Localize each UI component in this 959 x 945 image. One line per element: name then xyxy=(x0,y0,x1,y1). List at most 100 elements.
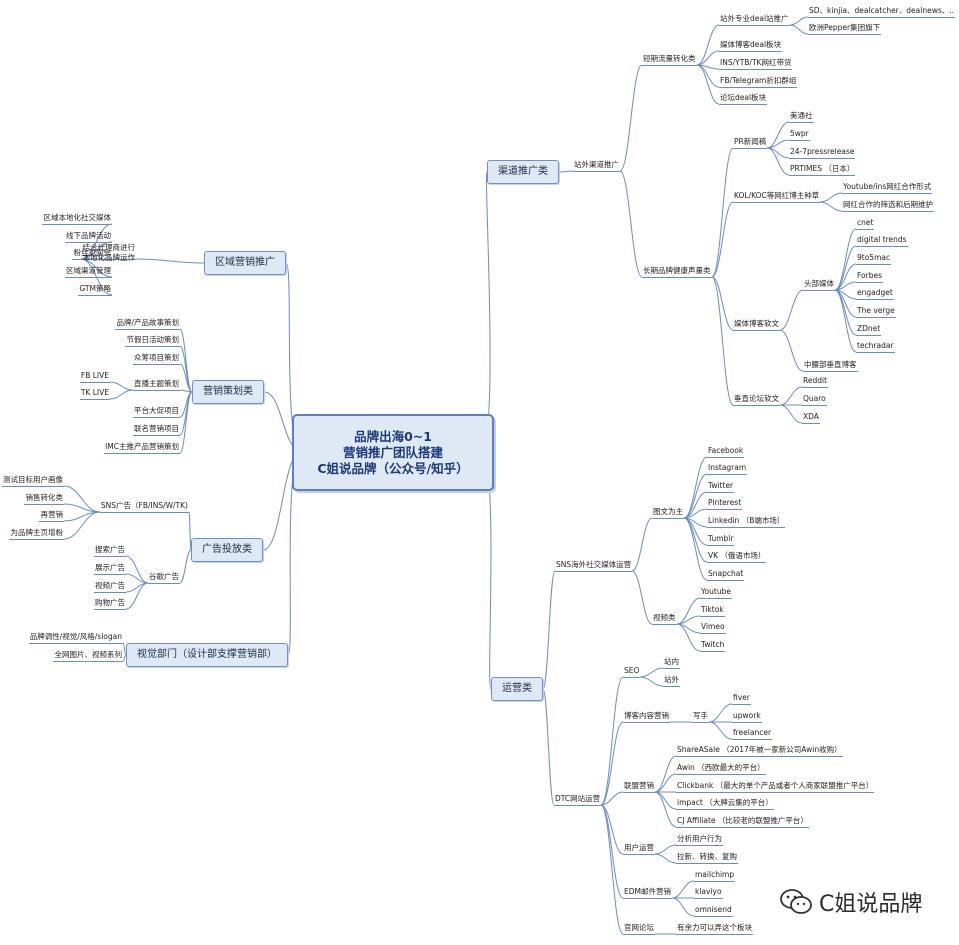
branch-ch[interactable]: 营销策划类 xyxy=(192,380,264,404)
branch-yy[interactable]: 运营类 xyxy=(491,677,543,701)
node-edm2[interactable]: klaviyo xyxy=(695,887,722,896)
node-xs2[interactable]: upwork xyxy=(733,711,761,720)
node-ch6[interactable]: 联名营销项目 xyxy=(134,424,179,433)
node-kol1[interactable]: Youtube/ins网红合作形式 xyxy=(843,182,932,191)
node-gsns[interactable]: SNS广告（FB/INS/W/TK) xyxy=(100,501,188,510)
node-seo2[interactable]: 站外 xyxy=(664,675,679,684)
branch-sj[interactable]: 视觉部门（设计部支撑营销部） xyxy=(126,643,288,667)
node-edm3[interactable]: omnisend xyxy=(695,905,732,914)
node-tw8[interactable]: Snapchat xyxy=(708,569,744,578)
node-qy5[interactable]: GTM策略 xyxy=(79,284,111,293)
node-yh[interactable]: 用户运营 xyxy=(624,843,654,852)
node-pr3[interactable]: 24-7pressrelease xyxy=(790,147,855,156)
branch-gg[interactable]: 广告投放类 xyxy=(191,538,263,562)
node-dl1a[interactable]: SD、kinjia、dealcatcher、dealnews、.. xyxy=(809,6,955,15)
node-qy1[interactable]: 区域本地化社交媒体 xyxy=(43,213,112,222)
node-cq[interactable]: 长期品牌健康声量类 xyxy=(643,266,711,275)
node-xs3[interactable]: freelancer xyxy=(733,728,772,737)
node-tb4[interactable]: Forbes xyxy=(857,271,883,280)
node-gw[interactable]: 官网论坛 xyxy=(624,923,654,932)
node-tb3[interactable]: 9to5mac xyxy=(857,253,891,262)
node-dl4[interactable]: FB/Telegram折扣群组 xyxy=(720,76,797,85)
node-tw5[interactable]: Linkedin （B端市场） xyxy=(708,516,785,525)
node-zy[interactable]: 中腰部垂直博客 xyxy=(804,360,857,369)
node-gs1[interactable]: 测试目标用户画像 xyxy=(3,475,63,484)
node-lm3[interactable]: Clickbank （最大的单个产品或者个人商家联盟推广平台） xyxy=(677,781,874,790)
node-seo1[interactable]: 站内 xyxy=(664,657,679,666)
node-pr4[interactable]: PRTIMES （日本） xyxy=(790,164,855,173)
node-tb6[interactable]: The verge xyxy=(857,306,895,315)
node-lm2[interactable]: Awin （西欧最大的平台） xyxy=(677,763,765,772)
node-cz[interactable]: 垂直论坛软文 xyxy=(734,394,779,403)
node-tb7[interactable]: ZDnet xyxy=(857,324,881,333)
node-zwqd[interactable]: 站外渠道推广 xyxy=(574,160,619,169)
node-ch7[interactable]: IMC主推产品营销策划 xyxy=(105,442,179,451)
node-cz3[interactable]: XDA xyxy=(803,412,819,421)
node-gs3[interactable]: 再营销 xyxy=(40,510,64,519)
node-lm4[interactable]: impact （大牌云集的平台） xyxy=(677,798,773,807)
node-tb1[interactable]: cnet xyxy=(857,218,874,227)
node-edm[interactable]: EDM邮件营销 xyxy=(624,887,671,896)
node-tw[interactable]: 图文为主 xyxy=(653,507,683,516)
node-ch3[interactable]: 众筹项目策划 xyxy=(134,353,179,362)
node-tw2[interactable]: Instagram xyxy=(708,463,747,472)
branch-qy[interactable]: 区域营销推广 xyxy=(204,251,286,275)
node-qy4[interactable]: 区域渠道管理 xyxy=(66,266,111,275)
node-qyg[interactable]: 结合代理商进行 本地化品牌运作 xyxy=(82,243,136,262)
node-gg4[interactable]: 购物广告 xyxy=(95,598,125,607)
node-dtc[interactable]: DTC网站运营 xyxy=(555,794,601,803)
node-tb2[interactable]: digital trends xyxy=(857,235,907,244)
node-cz1[interactable]: Reddit xyxy=(803,376,828,385)
node-kol2[interactable]: 网红合作的筛选和后期维护 xyxy=(843,200,933,209)
node-tb[interactable]: 头部媒体 xyxy=(804,279,834,288)
node-lm5[interactable]: CJ Affiliate （比较老的联盟推广平台） xyxy=(677,816,808,825)
node-pr1[interactable]: 美通社 xyxy=(790,111,813,120)
node-xs1[interactable]: fiver xyxy=(733,693,750,702)
node-gs4[interactable]: 为品牌主页增粉 xyxy=(10,528,64,537)
node-sns[interactable]: SNS海外社交媒体运营 xyxy=(556,560,632,569)
node-tw4[interactable]: Pinterest xyxy=(708,498,742,507)
node-tw3[interactable]: Twitter xyxy=(708,481,734,490)
node-sp4[interactable]: Twitch xyxy=(701,640,725,649)
node-ch5[interactable]: 平台大促项目 xyxy=(134,406,179,415)
node-gs2[interactable]: 销售转化类 xyxy=(25,493,64,502)
node-pr[interactable]: PR新闻稿 xyxy=(734,137,767,146)
node-dl[interactable]: 短期流量转化类 xyxy=(643,54,696,63)
node-gw1[interactable]: 有余力可以弄这个板块 xyxy=(677,923,752,932)
node-edm1[interactable]: mailchimp xyxy=(695,870,735,879)
node-bk[interactable]: 博客内容营销 xyxy=(624,711,669,720)
node-lm1[interactable]: ShareASale （2017年被一家新公司Awin收购） xyxy=(677,745,842,754)
node-sj2[interactable]: 全网图片、视频系列 xyxy=(54,650,123,659)
node-sj1[interactable]: 品牌调性/视觉/风格/slogan xyxy=(29,632,122,641)
node-tw6[interactable]: Tumblr xyxy=(708,534,734,543)
node-sp2[interactable]: Tiktok xyxy=(701,605,724,614)
node-dl2[interactable]: 媒体博客deal板块 xyxy=(720,40,782,49)
node-gg2[interactable]: 展示广告 xyxy=(95,563,125,572)
node-ch2[interactable]: 节假日活动策划 xyxy=(126,335,180,344)
node-qy3[interactable]: 粉丝见面会 xyxy=(73,248,112,257)
node-ch4b[interactable]: TK LIVE xyxy=(80,388,109,397)
node-qy2[interactable]: 线下品牌活动 xyxy=(66,231,111,240)
node-lm[interactable]: 联盟营销 xyxy=(624,781,654,790)
node-dl1[interactable]: 站外专业deal站推广 xyxy=(720,14,789,23)
node-cz2[interactable]: Quaro xyxy=(803,394,826,403)
root-node[interactable]: 品牌出海0~1 营销推广团队搭建 C姐说品牌（公众号/知乎） xyxy=(292,414,494,491)
node-dl1b[interactable]: 欧洲Pepper集团旗下 xyxy=(809,23,881,32)
branch-qd[interactable]: 渠道推广类 xyxy=(487,160,559,184)
node-sp1[interactable]: Youtube xyxy=(701,587,731,596)
node-yh2[interactable]: 拉新、转换、复购 xyxy=(677,852,737,861)
node-pr2[interactable]: 5wpr xyxy=(790,129,809,138)
node-sp3[interactable]: Vimeo xyxy=(701,622,725,631)
node-gg1[interactable]: 搜索广告 xyxy=(95,545,125,554)
node-yh1[interactable]: 分析用户行为 xyxy=(677,834,722,843)
node-ch4a[interactable]: FB LIVE xyxy=(80,371,109,380)
node-mt[interactable]: 媒体博客软文 xyxy=(734,319,779,328)
node-tb5[interactable]: engadget xyxy=(857,288,893,297)
node-kol[interactable]: KOL/KOC等网红博主种草 xyxy=(734,191,820,200)
node-dl3[interactable]: INS/YTB/TK网红带货 xyxy=(720,58,792,67)
node-ch4[interactable]: 直播主题策划 xyxy=(134,379,179,388)
node-tb8[interactable]: techradar xyxy=(857,341,894,350)
node-tw1[interactable]: Facebook xyxy=(708,446,744,455)
node-xs[interactable]: 写手 xyxy=(693,711,708,720)
node-tw7[interactable]: VK （俄语市场） xyxy=(708,551,766,560)
